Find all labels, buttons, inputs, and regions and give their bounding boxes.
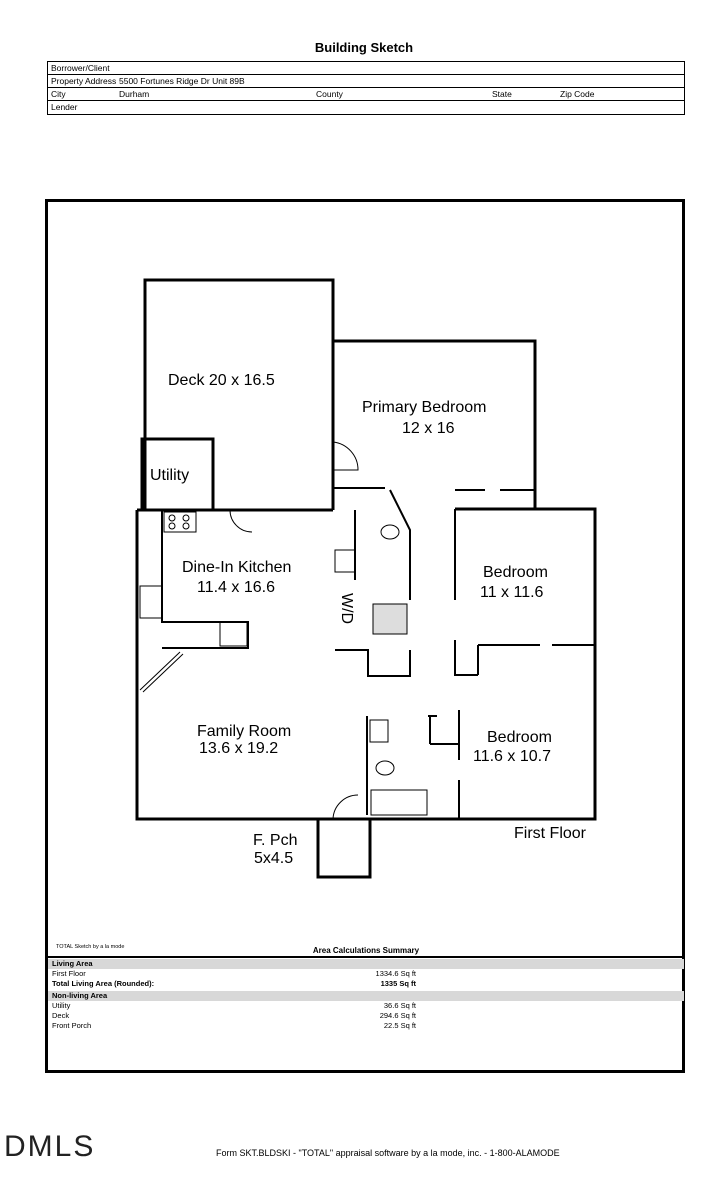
summary-row: Total Living Area (Rounded): 1335 Sq ft bbox=[48, 979, 684, 989]
bedroom-1-dims: 11 x 11.6 bbox=[480, 584, 544, 601]
bedroom-2-label: Bedroom bbox=[487, 729, 552, 746]
city-label: City bbox=[51, 89, 66, 99]
utility-label: Utility bbox=[150, 467, 189, 484]
borrower-row: Borrower/Client bbox=[48, 62, 684, 75]
bedroom-1-label: Bedroom bbox=[483, 564, 548, 581]
interior-walls bbox=[161, 341, 595, 819]
wd-label: W/D bbox=[338, 593, 355, 624]
row-name: Utility bbox=[52, 1001, 71, 1010]
summary-row: Utility 36.6 Sq ft bbox=[48, 1001, 684, 1011]
property-header: Borrower/Client Property Address 5500 Fo… bbox=[47, 61, 685, 115]
address-label: Property Address bbox=[51, 76, 117, 86]
row-value: 294.6 Sq ft bbox=[379, 1011, 416, 1020]
zip-label: Zip Code bbox=[560, 89, 595, 99]
row-name: Total Living Area (Rounded): bbox=[52, 979, 155, 988]
row-name: Deck bbox=[52, 1011, 70, 1020]
kitchen-dims: 11.4 x 16.6 bbox=[197, 579, 275, 596]
row-value: 1334.6 Sq ft bbox=[375, 969, 416, 978]
exterior-walls bbox=[135, 278, 597, 879]
row-value: 1335 Sq ft bbox=[380, 979, 416, 988]
city-value: Durham bbox=[119, 89, 150, 99]
porch-label: F. Pch bbox=[253, 832, 297, 849]
summary-row: Deck 294.6 Sq ft bbox=[48, 1011, 684, 1021]
row-name: First Floor bbox=[52, 969, 86, 978]
row-name: Front Porch bbox=[52, 1021, 92, 1030]
family-room-label: Family Room bbox=[197, 723, 291, 740]
dmls-logo: DMLS bbox=[4, 1130, 95, 1163]
county-label: County bbox=[316, 89, 343, 99]
state-label: State bbox=[492, 89, 512, 99]
address-value: 5500 Fortunes Ridge Dr Unit 89B bbox=[119, 76, 245, 86]
form-footer: Form SKT.BLDSKI - "TOTAL" appraisal soft… bbox=[216, 1148, 560, 1158]
living-area-header: Living Area bbox=[48, 959, 684, 969]
area-summary: TOTAL Sketch by a la mode Area Calculati… bbox=[48, 944, 684, 1031]
row-value: 36.6 Sq ft bbox=[383, 1001, 416, 1010]
page-title: Building Sketch bbox=[314, 40, 414, 55]
kitchen-label: Dine-In Kitchen bbox=[182, 559, 291, 576]
deck-label: Deck 20 x 16.5 bbox=[168, 372, 275, 389]
sketch-frame bbox=[45, 199, 685, 1073]
logo-text: DMLS bbox=[4, 1130, 95, 1163]
primary-bedroom-dims: 12 x 16 bbox=[402, 420, 455, 437]
primary-bedroom-label: Primary Bedroom bbox=[362, 399, 486, 416]
fixtures bbox=[139, 441, 428, 820]
porch-dims: 5x4.5 bbox=[254, 850, 293, 867]
family-room-dims: 13.6 x 19.2 bbox=[199, 740, 278, 757]
bedroom-2-dims: 11.6 x 10.7 bbox=[473, 748, 551, 765]
nonliving-area-header: Non-living Area bbox=[48, 991, 684, 1001]
floor-label: First Floor bbox=[514, 825, 587, 842]
lender-row: Lender bbox=[48, 101, 684, 114]
sketch-credit: TOTAL Sketch by a la mode bbox=[56, 944, 125, 950]
summary-row: Front Porch 22.5 Sq ft bbox=[48, 1021, 684, 1031]
summary-row: First Floor 1334.6 Sq ft bbox=[48, 969, 684, 979]
lender-label: Lender bbox=[51, 102, 78, 112]
row-value: 22.5 Sq ft bbox=[383, 1021, 416, 1030]
summary-title: Area Calculations Summary bbox=[312, 946, 420, 955]
city-row: City Durham County State Zip Code bbox=[48, 88, 684, 101]
address-row: Property Address 5500 Fortunes Ridge Dr … bbox=[48, 75, 684, 88]
borrower-label: Borrower/Client bbox=[51, 63, 110, 73]
